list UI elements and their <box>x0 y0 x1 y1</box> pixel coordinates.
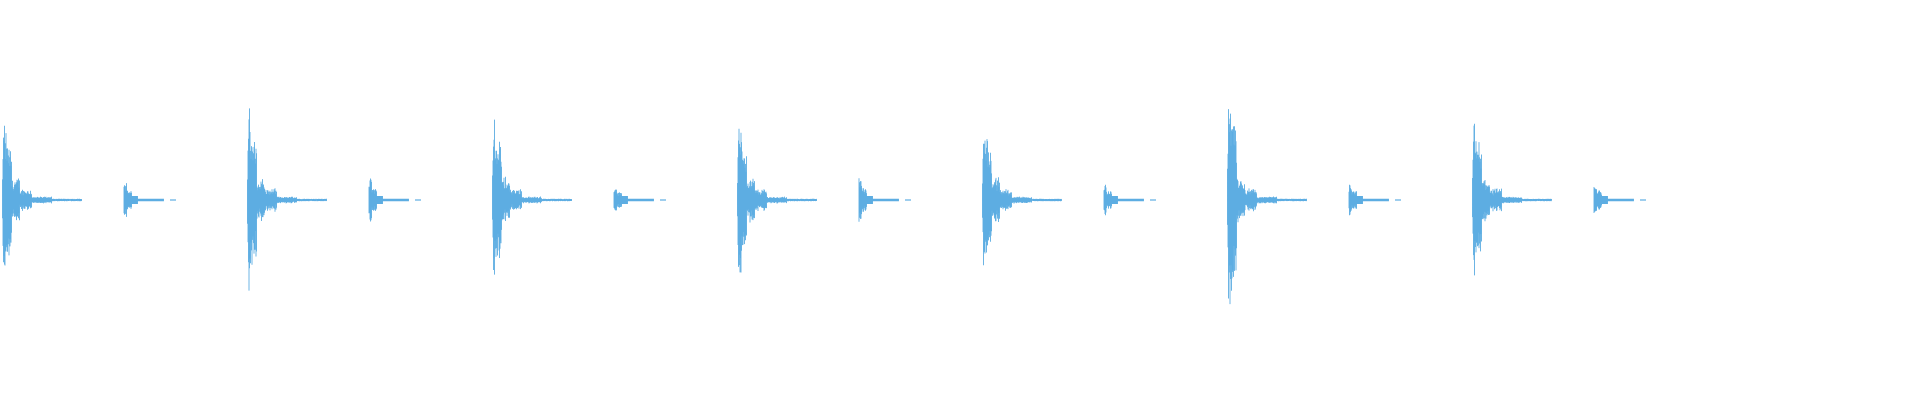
waveform-main-hit <box>2 125 82 266</box>
waveform-beat <box>247 108 421 291</box>
waveform-beat <box>2 125 176 266</box>
waveform-main-hit <box>982 139 1062 266</box>
waveform-main-hit <box>492 119 572 275</box>
waveform-beat <box>737 128 911 273</box>
waveform-beat <box>492 119 666 275</box>
waveform-main-hit <box>247 108 327 291</box>
waveform-ghost-hit <box>1593 187 1634 213</box>
waveform-beat <box>1472 123 1646 276</box>
waveform-ghost-hit <box>368 178 409 222</box>
waveform-main-hit <box>1472 123 1552 276</box>
waveform-ghost-hit <box>1103 184 1144 216</box>
waveform-beat <box>1227 109 1401 305</box>
waveform-main-hit <box>1227 109 1307 305</box>
waveform-beat <box>982 139 1156 266</box>
waveform-ghost-hit <box>123 183 164 217</box>
waveform-main-hit <box>737 128 817 273</box>
waveform-ghost-hit <box>613 189 654 211</box>
waveform-ghost-hit <box>858 178 899 222</box>
waveform-ghost-hit <box>1348 184 1389 216</box>
